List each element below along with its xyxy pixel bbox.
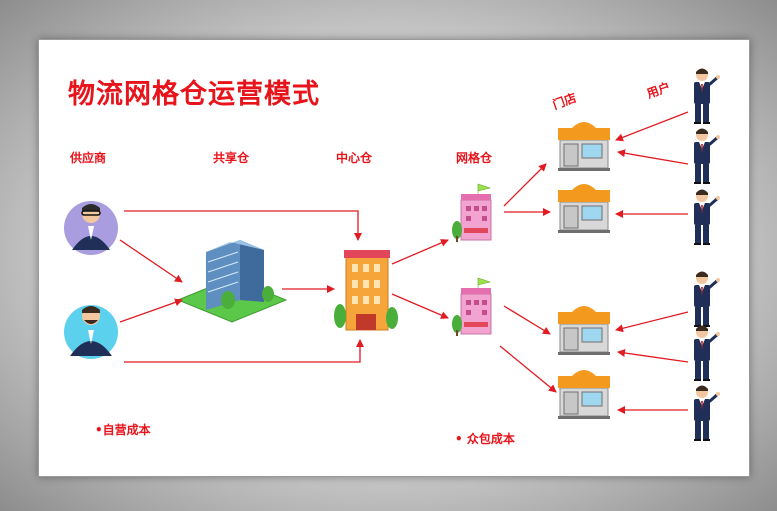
flow-arrows (119, 111, 689, 414)
arrow-supplier-to-center-bottom (124, 339, 364, 363)
arrow-user-4-to-store-3 (615, 311, 689, 333)
center-warehouse-building (334, 250, 398, 331)
user-1 (692, 67, 722, 126)
arrow-user-2-to-store-1 (617, 149, 689, 165)
supplier-bottom-avatar (64, 305, 118, 359)
diagram-title: 物流网格仓运营模式 (68, 79, 320, 110)
label-shared-warehouse: 共享仓 (213, 151, 250, 165)
user-4 (692, 270, 722, 329)
store-2 (557, 183, 611, 234)
user-6 (692, 384, 722, 443)
arrow-grid-bottom-to-store-3 (503, 305, 551, 335)
arrow-supplier-to-center-top (124, 210, 362, 241)
arrow-supplier-bottom-to-shared (119, 298, 183, 323)
user-5 (692, 324, 722, 383)
arrow-center-to-grid-top (391, 239, 449, 265)
supplier-top-avatar (64, 201, 118, 255)
label-center-warehouse: 中心仓 (336, 151, 373, 165)
arrow-user-1-to-store-1 (615, 111, 689, 142)
label-grid-warehouse: 网格仓 (456, 151, 493, 165)
diagram-board (38, 39, 750, 477)
arrow-grid-bottom-to-store-4 (499, 345, 557, 393)
arrow-supplier-top-to-shared (119, 239, 183, 283)
store-3 (557, 305, 611, 356)
label-self-operated-cost: •自营成本 (95, 423, 151, 437)
arrow-user-5-to-store-3 (617, 349, 689, 363)
store-1 (557, 121, 611, 172)
label-supplier: 供应商 (70, 151, 107, 165)
store-4 (557, 369, 611, 420)
arrow-center-to-grid-bottom (391, 293, 449, 319)
label-crowdsourcing-cost: • 众包成本 (455, 432, 515, 446)
shared-warehouse-building (176, 240, 288, 323)
user-3 (692, 188, 722, 247)
grid-warehouse-top (451, 183, 492, 243)
user-2 (692, 127, 722, 186)
arrow-grid-top-to-store-1 (503, 163, 547, 207)
grid-warehouse-bottom (451, 277, 492, 337)
